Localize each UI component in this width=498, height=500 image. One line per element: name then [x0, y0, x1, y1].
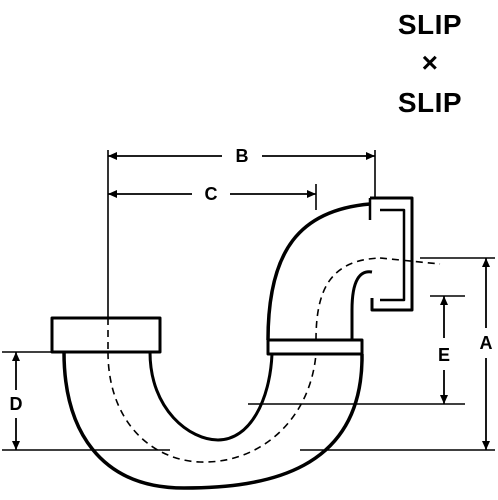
dim-label-b: B	[236, 146, 249, 166]
outlet-hub	[370, 196, 414, 312]
elbow-inner	[350, 270, 373, 340]
dim-label-e: E	[438, 345, 450, 365]
u-bend-outer	[62, 351, 364, 490]
title-line-2: SLIP	[398, 87, 462, 118]
title-block: SLIP × SLIP	[398, 9, 462, 118]
dim-label-a: A	[480, 333, 493, 353]
dim-label-d: D	[10, 394, 23, 414]
outlet-hub-face	[380, 208, 406, 302]
elbow-centerline	[315, 257, 381, 341]
pipe-body	[50, 196, 414, 490]
title-times-sign: ×	[422, 47, 439, 78]
outlet-centerline	[379, 257, 441, 265]
hidden-lines	[107, 257, 441, 463]
middle-hub	[266, 338, 364, 356]
left-hub	[50, 316, 162, 354]
elbow-outer	[266, 202, 371, 341]
title-line-1: SLIP	[398, 9, 462, 40]
dimension-lines	[12, 152, 490, 450]
u-bend-inner	[148, 351, 274, 442]
extension-lines	[2, 150, 495, 451]
dimension-labels: B C A E D	[10, 146, 493, 414]
dim-label-c: C	[205, 184, 218, 204]
u-bend-centerline	[107, 351, 317, 463]
